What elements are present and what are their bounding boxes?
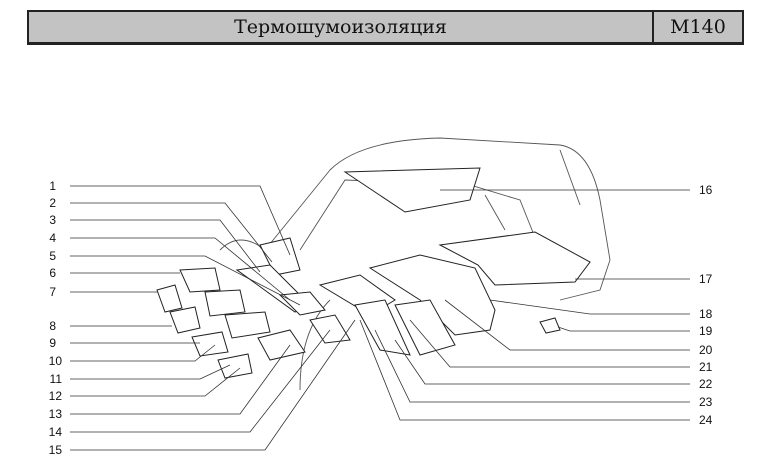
page-title: Термошумоизоляция (234, 16, 447, 38)
diagram-stroke (394, 299, 456, 356)
label-16: 16 (699, 183, 713, 197)
diagram-stroke (179, 267, 221, 293)
diagram-stroke (217, 353, 253, 379)
label-12: 12 (49, 389, 63, 403)
diagram-stroke (156, 284, 183, 313)
diagram-stroke (374, 329, 690, 403)
rear-floor-pad (438, 231, 591, 286)
label-21: 21 (699, 360, 713, 374)
label-20: 20 (699, 343, 713, 357)
label-18: 18 (699, 307, 713, 321)
leader-lines-right (359, 189, 690, 421)
diagram-stroke (169, 306, 201, 334)
label-8: 8 (49, 319, 56, 333)
diagram-stroke (409, 319, 690, 368)
roof-pad (343, 167, 481, 213)
diagram-stroke (264, 137, 611, 261)
label-6: 6 (49, 266, 56, 280)
label-15: 15 (49, 443, 63, 457)
label-9: 9 (49, 336, 56, 350)
diagram-stroke (484, 149, 581, 231)
diagram-stroke (359, 319, 690, 421)
label-17: 17 (699, 272, 713, 286)
diagram-stroke (257, 329, 306, 361)
right-labels: 16 17 18 19 20 21 22 23 24 (699, 183, 713, 427)
diagram-stroke (70, 202, 273, 263)
diagram-stroke (70, 185, 291, 256)
diagram-stroke (70, 255, 301, 306)
label-14: 14 (49, 425, 63, 439)
label-7: 7 (49, 285, 56, 299)
small-pad (539, 317, 561, 334)
label-13: 13 (49, 407, 63, 421)
page-header: Термошумоизоляция M140 (27, 10, 744, 45)
diagram-stroke (70, 364, 231, 380)
label-22: 22 (699, 377, 713, 391)
diagram-stroke (394, 339, 690, 385)
label-1: 1 (49, 179, 56, 193)
diagram-stroke (224, 311, 271, 339)
diagram-stroke (489, 299, 690, 315)
diagram-stroke (70, 344, 216, 362)
insulation-parts (156, 167, 591, 379)
label-24: 24 (699, 413, 713, 427)
label-11: 11 (50, 372, 63, 386)
label-5: 5 (49, 249, 56, 263)
leader-lines-left (70, 185, 356, 451)
label-4: 4 (49, 231, 56, 245)
diagram-stroke (204, 289, 246, 317)
diagram-stroke (309, 314, 351, 344)
diagram-stroke (278, 291, 326, 316)
left-labels: 1 2 3 4 5 6 7 8 9 10 11 12 13 14 15 (49, 179, 63, 457)
label-23: 23 (699, 395, 713, 409)
label-2: 2 (49, 196, 56, 210)
section-code: M140 (652, 12, 742, 42)
label-10: 10 (49, 354, 63, 368)
diagram-stroke (557, 326, 690, 332)
diagram-stroke (70, 329, 331, 433)
diagram-stroke (70, 344, 291, 415)
diagram-stroke (191, 331, 229, 357)
label-3: 3 (49, 213, 56, 227)
diagram-stroke (444, 299, 690, 351)
diagram-stroke (70, 219, 261, 273)
diagram-stroke (70, 237, 291, 301)
diagram-stroke (559, 259, 611, 301)
diagram-stroke (70, 319, 356, 451)
diagram-stroke (70, 367, 241, 397)
label-19: 19 (699, 324, 713, 338)
